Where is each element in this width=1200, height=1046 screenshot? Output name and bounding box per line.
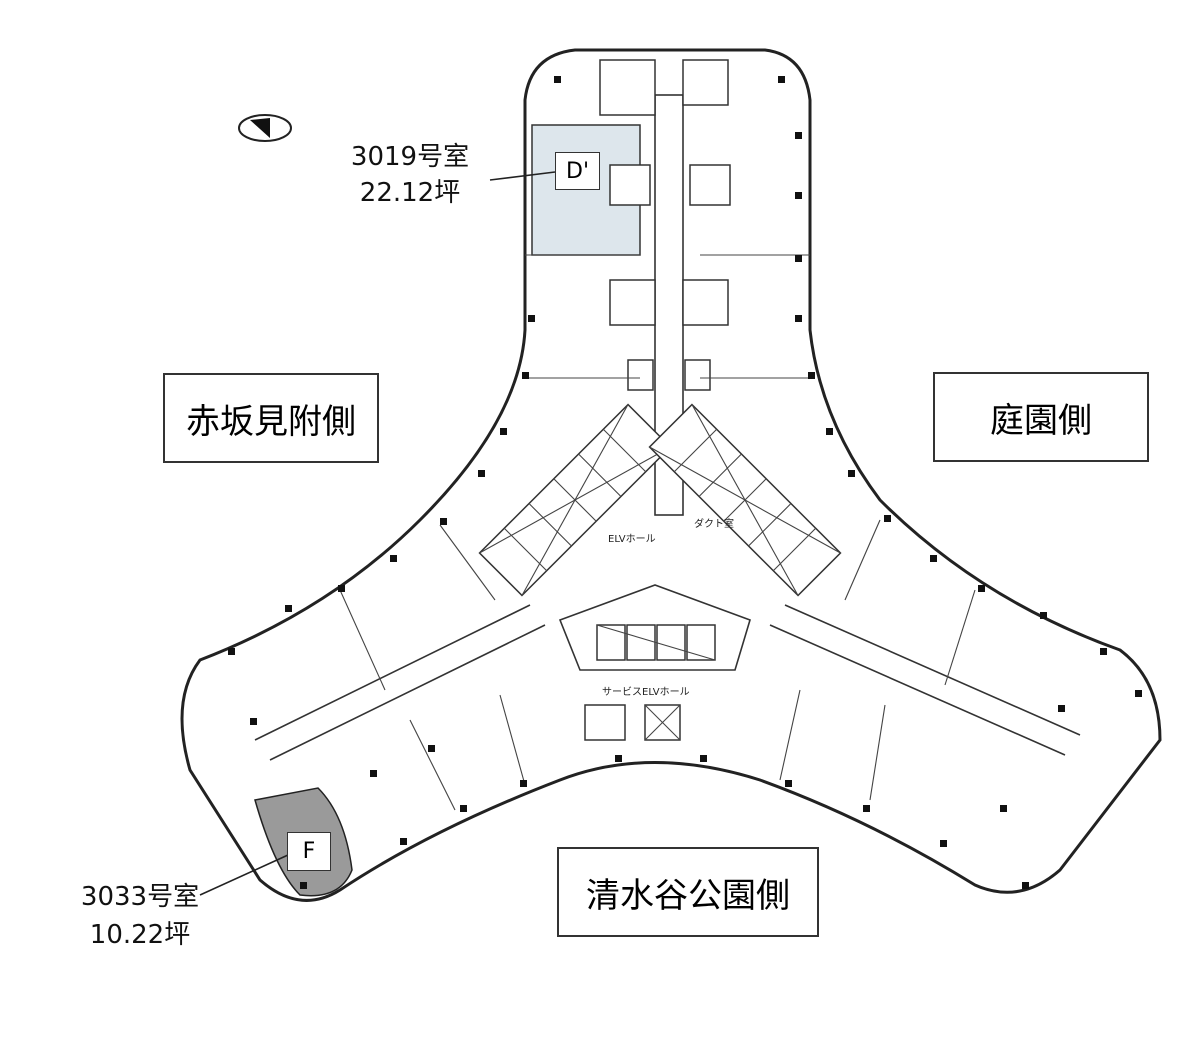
room-3033-code: F — [287, 832, 331, 871]
room-3019-number: 3019号室 — [350, 142, 470, 172]
structural-columns — [228, 76, 1142, 889]
elevator-bank-right — [648, 403, 842, 597]
room-3019-code: D' — [555, 152, 600, 190]
core-rooms-top — [599, 59, 731, 391]
side-label-left: 赤坂見附側 — [163, 373, 379, 463]
service-elv-hall-label: サービスELVホール — [602, 687, 690, 698]
compass-icon — [238, 114, 292, 142]
machine-room-label: ダクト室 — [694, 519, 734, 530]
room-3019-area: 22.12坪 — [359, 178, 461, 208]
corridor-right-arm — [769, 604, 1081, 756]
partitions — [339, 254, 976, 811]
side-label-bottom: 清水谷公園側 — [557, 847, 819, 937]
elevator-bank-left — [478, 403, 672, 597]
building-outline — [180, 48, 1162, 902]
service-elevators — [558, 584, 751, 741]
corridor-left-arm — [254, 604, 546, 761]
leader-line-3019 — [489, 171, 556, 181]
side-label-right: 庭園側 — [933, 372, 1149, 462]
leader-line-3033 — [199, 854, 289, 896]
room-3033-area: 10.22坪 — [89, 920, 191, 950]
elv-hall-label: ELVホール — [608, 534, 656, 545]
room-3033-number: 3033号室 — [80, 882, 200, 912]
